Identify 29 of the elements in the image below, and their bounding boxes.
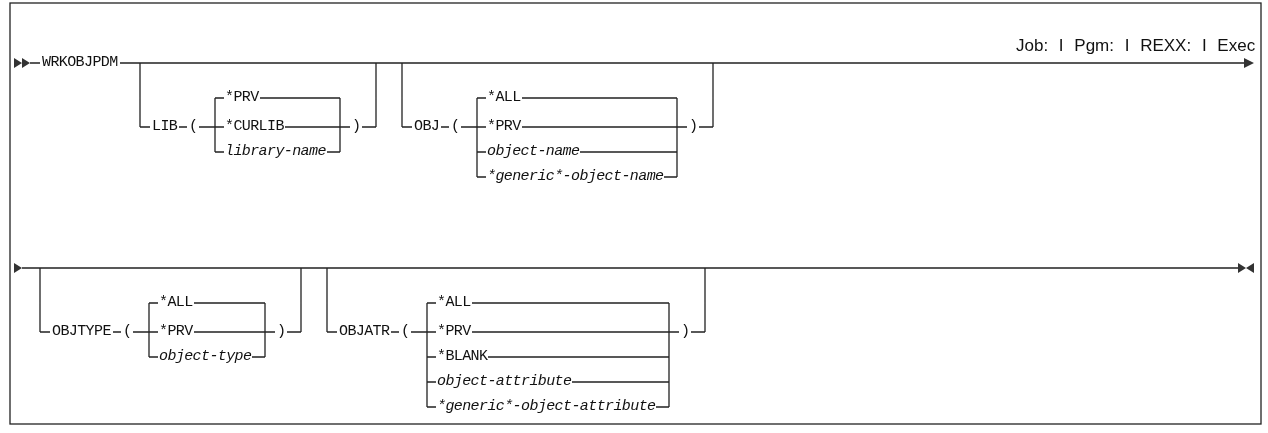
parameter-value: *PRV	[437, 323, 471, 341]
variable-value: object-attribute	[437, 373, 572, 391]
parameter-value: *BLANK	[437, 348, 488, 366]
variable-value: *generic*-object-attribute	[437, 398, 656, 416]
variable-value: *generic*-object-name	[487, 168, 664, 186]
parameter-value: *CURLIB	[225, 118, 284, 136]
parenthesis: (	[451, 118, 460, 136]
parameter-keyword: OBJTYPE	[52, 323, 111, 341]
parameter-keyword: OBJ	[414, 118, 440, 136]
parameter-value: *PRV	[487, 118, 521, 136]
parameter-value: *ALL	[159, 294, 193, 312]
parameter-value: *PRV	[159, 323, 193, 341]
variable-value: object-type	[159, 348, 252, 366]
parenthesis: )	[277, 323, 286, 341]
parameter-keyword: LIB	[152, 118, 178, 136]
parameter-keyword: OBJATR	[339, 323, 390, 341]
parenthesis: (	[123, 323, 132, 341]
parenthesis: )	[681, 323, 690, 341]
variable-value: library-name	[225, 143, 326, 161]
parenthesis: )	[352, 118, 361, 136]
command-name: WRKOBJPDM	[42, 54, 118, 72]
parenthesis: (	[189, 118, 198, 136]
parameter-value: *ALL	[437, 294, 471, 312]
parenthesis: (	[401, 323, 410, 341]
applicability-note: Job: I Pgm: I REXX: I Exec	[1016, 37, 1256, 55]
parenthesis: )	[689, 118, 698, 136]
parameter-value: *PRV	[225, 89, 259, 107]
parameter-value: *ALL	[487, 89, 521, 107]
variable-value: object-name	[487, 143, 580, 161]
